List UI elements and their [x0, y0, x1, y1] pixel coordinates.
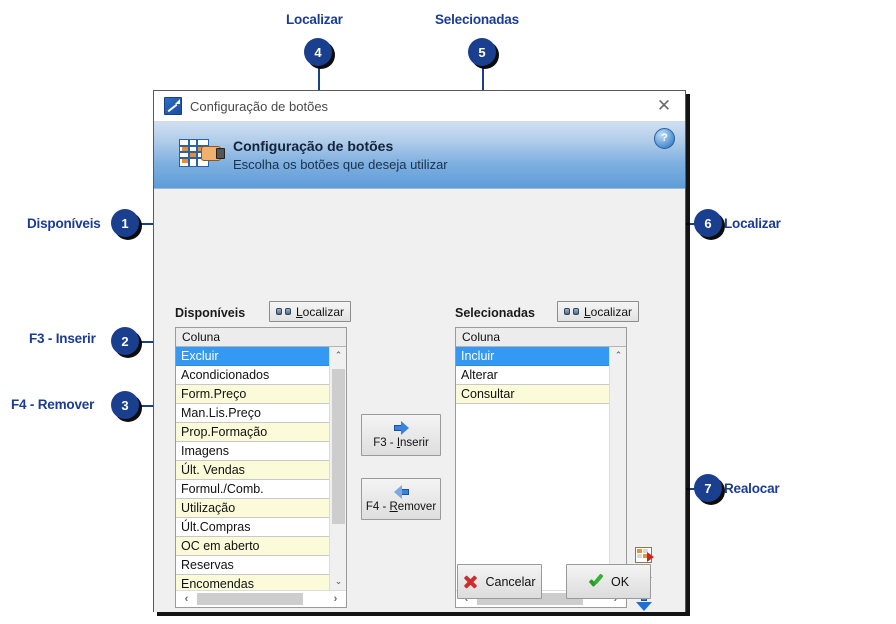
configuracao-de-botoes-dialog: Configuração de botões ✕ Configuração de… — [153, 90, 686, 612]
scroll-up-icon[interactable]: ⌃ — [614, 350, 623, 360]
table-hand-icon — [179, 138, 225, 172]
list-item[interactable]: Reservas — [176, 556, 329, 575]
available-column-header: Coluna — [176, 328, 346, 347]
find-button-selected[interactable]: Localizar — [557, 301, 639, 322]
list-item[interactable]: Man.Lis.Preço — [176, 404, 329, 423]
annotation-marker-7: 7 — [694, 474, 722, 502]
available-vertical-scrollbar[interactable]: ⌃ ⌄ — [329, 347, 346, 590]
banner-subtitle: Escolha os botões que deseja utilizar — [233, 157, 448, 172]
list-item[interactable]: Acondicionados — [176, 366, 329, 385]
annotation-marker-4: 4 — [304, 38, 332, 66]
insert-button[interactable]: F3 - Inserir — [361, 414, 441, 456]
scroll-left-icon[interactable]: ‹ — [184, 593, 189, 605]
ok-button[interactable]: OK — [566, 564, 651, 599]
list-item[interactable]: Utilização — [176, 499, 329, 518]
list-item[interactable]: Últ.Compras — [176, 518, 329, 537]
cancel-button[interactable]: Cancelar — [457, 564, 542, 599]
close-icon[interactable]: ✕ — [656, 96, 672, 116]
selected-rows: Incluir Alterar Consultar — [456, 347, 609, 590]
remove-accel: R — [389, 501, 398, 513]
annotation-marker-5: 5 — [468, 38, 496, 66]
list-item[interactable]: Últ. Vendas — [176, 461, 329, 480]
cancel-label: Cancelar — [485, 574, 536, 589]
annotation-marker-2: 2 — [111, 327, 139, 355]
list-item[interactable]: Alterar — [456, 366, 609, 385]
ok-label: OK — [610, 574, 630, 589]
available-panel-label: Disponíveis — [175, 306, 246, 320]
find-rest-selected: ocalizar — [590, 304, 633, 319]
available-horizontal-scrollbar[interactable]: ‹ › — [176, 590, 346, 607]
insert-rest: nserir — [400, 437, 429, 449]
available-rows: Excluir Acondicionados Form.Preço Man.Li… — [176, 347, 329, 590]
annotation-marker-3: 3 — [111, 391, 139, 419]
scrollbar-thumb-horizontal[interactable] — [197, 593, 303, 605]
binoculars-icon — [563, 307, 579, 316]
realocar-grid-icon[interactable] — [635, 547, 654, 563]
annotation-label-4: Localizar — [286, 12, 343, 27]
scroll-right-icon[interactable]: › — [613, 593, 618, 605]
app-chart-icon — [164, 97, 182, 115]
find-rest-available: ocalizar — [302, 304, 345, 319]
list-item[interactable]: Formul./Comb. — [176, 480, 329, 499]
annotation-label-7: Realocar — [724, 481, 780, 496]
list-item[interactable]: Excluir — [176, 347, 329, 366]
list-item[interactable]: Prop.Formação — [176, 423, 329, 442]
remove-rest: emover — [397, 501, 437, 513]
scroll-down-icon[interactable]: ⌄ — [334, 576, 343, 586]
annotation-marker-6: 6 — [694, 209, 722, 237]
dialog-body: Disponíveis Localizar Coluna Excluir Aco… — [154, 189, 685, 612]
available-listbox[interactable]: Coluna Excluir Acondicionados Form.Preço… — [175, 327, 347, 608]
selected-panel-label: Selecionadas — [455, 306, 535, 320]
find-accel-selected: L — [583, 304, 591, 319]
scroll-left-icon[interactable]: ‹ — [464, 593, 469, 605]
find-accel-available: L — [295, 304, 303, 319]
list-item[interactable]: Encomendas — [176, 575, 329, 590]
annotation-label-1: Disponíveis — [27, 216, 101, 231]
scroll-right-icon[interactable]: › — [333, 593, 338, 605]
list-item[interactable]: Form.Preço — [176, 385, 329, 404]
annotation-label-3: F4 - Remover — [11, 397, 95, 412]
selected-column-header: Coluna — [456, 328, 626, 347]
annotation-label-6: Localizar — [724, 216, 781, 231]
help-icon[interactable]: ? — [654, 128, 675, 149]
dialog-banner: Configuração de botões Escolha os botões… — [154, 122, 685, 189]
green-check-icon — [588, 575, 604, 589]
red-x-icon — [463, 574, 478, 589]
binoculars-icon — [275, 307, 291, 316]
list-item[interactable]: OC em aberto — [176, 537, 329, 556]
annotation-marker-1: 1 — [111, 209, 139, 237]
scroll-up-icon[interactable]: ⌃ — [334, 350, 343, 360]
find-button-available[interactable]: Localizar — [269, 301, 351, 322]
arrow-right-icon — [393, 421, 410, 435]
remove-button[interactable]: F4 - Remover — [361, 478, 441, 520]
banner-title: Configuração de botões — [233, 138, 394, 154]
insert-accel: I — [396, 437, 401, 449]
annotation-label-5: Selecionadas — [435, 12, 519, 27]
list-item[interactable]: Consultar — [456, 385, 609, 404]
remove-prefix: F4 - — [365, 501, 390, 513]
list-item[interactable]: Imagens — [176, 442, 329, 461]
list-item[interactable]: Incluir — [456, 347, 609, 366]
insert-prefix: F3 - — [373, 437, 397, 449]
selected-vertical-scrollbar[interactable]: ⌃ ⌄ — [609, 347, 626, 590]
arrow-left-icon — [393, 485, 410, 499]
annotation-label-2: F3 - Inserir — [29, 331, 96, 346]
title-bar: Configuração de botões ✕ — [154, 91, 685, 122]
window-title: Configuração de botões — [190, 98, 329, 114]
scrollbar-thumb-vertical[interactable] — [332, 369, 345, 524]
